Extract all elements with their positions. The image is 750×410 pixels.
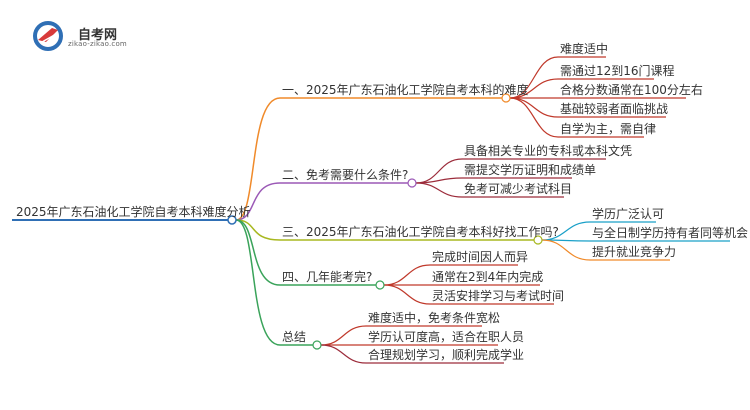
- leaf-label[interactable]: 自学为主，需自律: [560, 122, 657, 136]
- leaf-edge: [509, 97, 559, 118]
- leaf-edge: [509, 97, 559, 138]
- branch-edge: [235, 219, 281, 346]
- logo-icon: [33, 21, 63, 51]
- branch-connector: [312, 340, 322, 350]
- root-node-label[interactable]: 2025年广东石油化工学院自考本科难度分析: [16, 205, 251, 219]
- leaf-label[interactable]: 具备相关专业的专科或本科文凭: [464, 144, 633, 158]
- branch-label-4[interactable]: 四、几年能考完?: [282, 270, 373, 284]
- leaf-edge: [383, 284, 431, 305]
- leaf-label[interactable]: 提升就业竞争力: [592, 245, 677, 259]
- leaf-label[interactable]: 学历认可度高，适合在职人员: [368, 330, 525, 344]
- leaf-label[interactable]: 难度适中，免考条件宽松: [368, 311, 501, 325]
- branch-connector: [407, 178, 417, 188]
- branch-edge: [235, 97, 281, 221]
- branch-label-5[interactable]: 总结: [282, 330, 307, 344]
- leaf-edge: [415, 177, 463, 184]
- branch-edge: [235, 182, 281, 221]
- logo-subtitle: zikao-zikao.com: [68, 40, 127, 48]
- leaf-label[interactable]: 学历广泛认可: [592, 207, 665, 221]
- leaf-label[interactable]: 完成时间因人而异: [432, 250, 529, 264]
- leaf-edge: [320, 325, 367, 346]
- leaf-label[interactable]: 灵活安排学习与考试时间: [432, 289, 565, 303]
- branch-label-3[interactable]: 三、2025年广东石油化工学院自考本科好找工作吗?: [282, 225, 559, 239]
- branch-label-1[interactable]: 一、2025年广东石油化工学院自考本科的难度: [282, 83, 529, 97]
- leaf-edge: [320, 344, 367, 364]
- leaf-label[interactable]: 合格分数通常在100分左右: [560, 83, 703, 97]
- leaf-label[interactable]: 通常在2到4年内完成: [432, 270, 544, 284]
- branch-connector: [533, 235, 543, 245]
- leaf-edge: [383, 264, 431, 286]
- branch-connector: [375, 280, 385, 290]
- root-connector: [227, 215, 237, 225]
- branch-edge: [235, 219, 281, 286]
- leaf-label[interactable]: 基础较弱者面临挑战: [560, 102, 669, 116]
- branch-label-2[interactable]: 二、免考需要什么条件?: [282, 168, 409, 182]
- leaf-edge: [415, 158, 463, 184]
- leaf-label[interactable]: 难度适中: [560, 42, 609, 56]
- leaf-edge: [541, 239, 591, 261]
- leaf-label[interactable]: 免考可减少考试科目: [464, 182, 573, 196]
- leaf-label[interactable]: 需提交学历证明和成绩单: [464, 163, 597, 177]
- leaf-label[interactable]: 与全日制学历持有者同等机会: [592, 226, 749, 240]
- logo-title: 自考网: [78, 28, 118, 43]
- branch-edge: [235, 219, 281, 241]
- leaf-label[interactable]: 合理规划学习，顺利完成学业: [368, 348, 525, 362]
- leaf-label[interactable]: 需通过12到16门课程: [560, 64, 675, 78]
- branch-connector: [501, 93, 511, 103]
- leaf-edge: [415, 182, 463, 198]
